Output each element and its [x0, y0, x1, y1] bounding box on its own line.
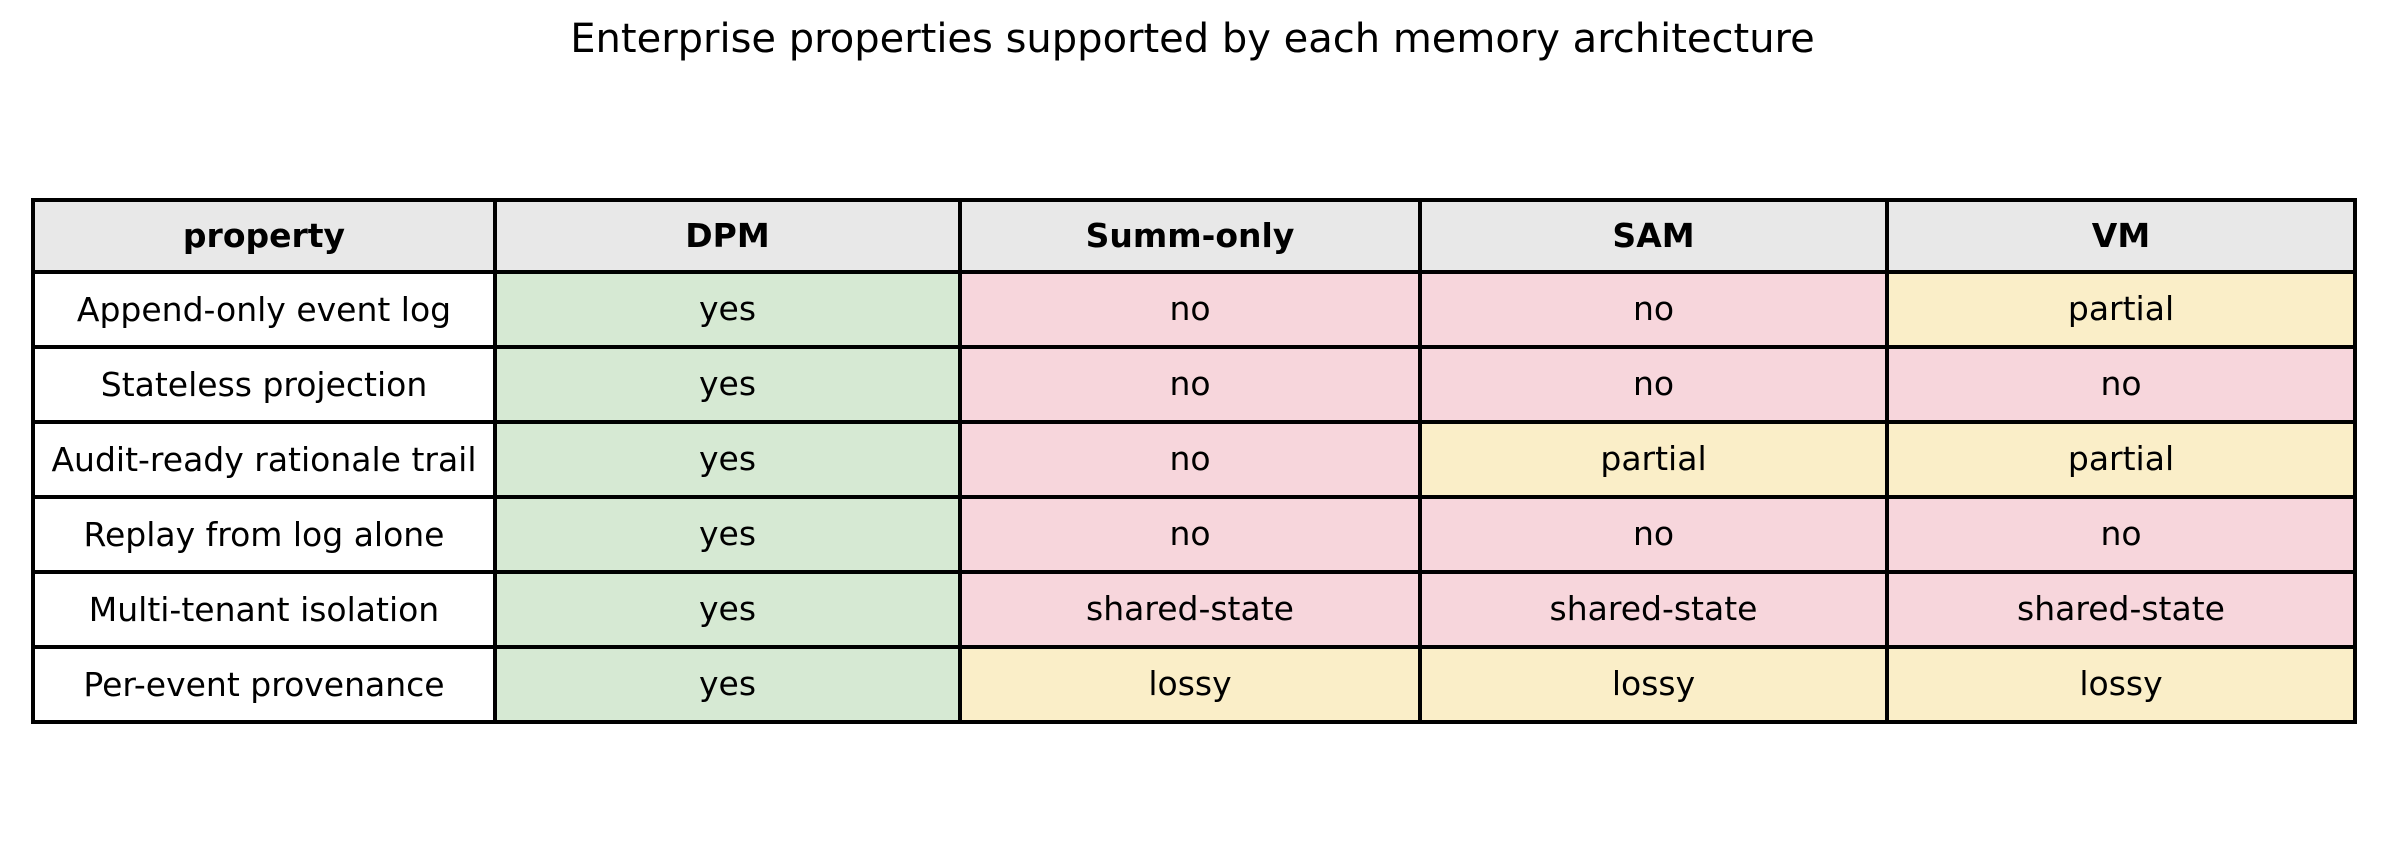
row-label-text: Stateless projection: [100, 364, 428, 404]
cell-dpm: yes: [493, 420, 962, 499]
properties-table-container: property DPM Summ-only SAM VM Append-onl…: [31, 198, 2357, 724]
column-header-property: property: [31, 198, 497, 274]
properties-table: property DPM Summ-only SAM VM Append-onl…: [31, 198, 2357, 724]
table-header: property DPM Summ-only SAM VM: [31, 198, 2357, 274]
column-header-summ-only: Summ-only: [958, 198, 1422, 274]
row-label-cell: Stateless projection: [31, 345, 497, 424]
cell-vm: no: [1885, 495, 2357, 574]
row-label-cell: Append-only event log: [31, 270, 497, 349]
cell-vm: shared-state: [1885, 570, 2357, 649]
row-label-cell: Multi-tenant isolation: [31, 570, 497, 649]
cell-dpm: yes: [493, 495, 962, 574]
cell-sam: no: [1418, 270, 1889, 349]
cell-vm: no: [1885, 345, 2357, 424]
cell-sam: shared-state: [1418, 570, 1889, 649]
column-header-dpm: DPM: [493, 198, 962, 274]
cell-sam: partial: [1418, 420, 1889, 499]
cell-summ-only: no: [958, 345, 1422, 424]
cell-vm: partial: [1885, 270, 2357, 349]
cell-summ-only: no: [958, 270, 1422, 349]
row-label-cell: Audit-ready rationale trail: [31, 420, 497, 499]
cell-summ-only: no: [958, 420, 1422, 499]
cell-summ-only: no: [958, 495, 1422, 574]
row-label-cell: Per-event provenance: [31, 645, 497, 724]
table-header-row: property DPM Summ-only SAM VM: [31, 198, 2357, 274]
row-label-text: Audit-ready rationale trail: [51, 439, 477, 479]
row-label-text: Append-only event log: [76, 289, 452, 329]
cell-summ-only: shared-state: [958, 570, 1422, 649]
cell-sam: lossy: [1418, 645, 1889, 724]
cell-vm: partial: [1885, 420, 2357, 499]
column-header-vm: VM: [1885, 198, 2357, 274]
chart-title: Enterprise properties supported by each …: [570, 16, 1815, 62]
row-label-text: Replay from log alone: [83, 514, 445, 554]
row-label-text: Per-event provenance: [83, 664, 445, 704]
cell-vm: lossy: [1885, 645, 2357, 724]
column-header-sam: SAM: [1418, 198, 1889, 274]
row-label-cell: Replay from log alone: [31, 495, 497, 574]
cell-summ-only: lossy: [958, 645, 1422, 724]
cell-dpm: yes: [493, 645, 962, 724]
cell-dpm: yes: [493, 570, 962, 649]
cell-sam: no: [1418, 345, 1889, 424]
cell-dpm: yes: [493, 270, 962, 349]
cell-dpm: yes: [493, 345, 962, 424]
cell-sam: no: [1418, 495, 1889, 574]
row-label-text: Multi-tenant isolation: [88, 589, 440, 629]
